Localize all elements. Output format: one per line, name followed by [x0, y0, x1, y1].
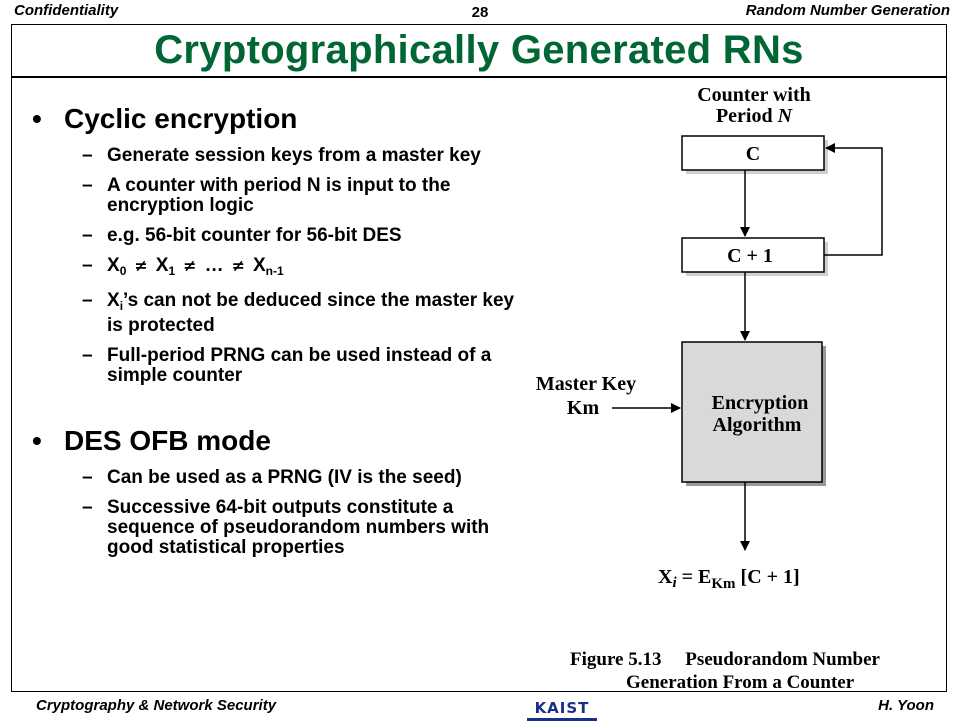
feedback-arrow [824, 143, 883, 256]
bullet-list: • Cyclic encryption –Generate session ke… [32, 102, 532, 558]
bullet-heading: DES OFB mode [64, 425, 271, 456]
title-rule [11, 76, 947, 78]
slide-title: Cryptographically Generated RNs [154, 28, 804, 72]
box-c1-label: C + 1 [727, 245, 773, 267]
encryption-algorithm-box [681, 341, 823, 483]
sub-item: –Can be used as a PRNG (IV is the seed) [82, 467, 462, 488]
box-c [681, 135, 825, 171]
page-number: 28 [471, 4, 489, 21]
header-right: Random Number Generation [745, 2, 950, 19]
sub-item-text: A counter with period N is input to the … [107, 175, 451, 216]
sub-item-xi: –Xi’s can not be deduced since the maste… [82, 290, 515, 336]
sub-item-sequence: –X0≠X1≠…≠Xn-1 [82, 255, 284, 279]
bullet-dot: • [32, 425, 42, 456]
figure-caption-line1: Figure 5.13 Pseudorandom Number [570, 649, 881, 670]
footer-right: H. Yoon [878, 697, 934, 714]
sub-item: –Full-period PRNG can be used instead of… [82, 345, 492, 386]
box-c1 [681, 237, 825, 273]
figure-caption-line2: Generation From a Counter [626, 672, 855, 693]
bullet-cyclic-encryption: • Cyclic encryption [32, 102, 532, 136]
output-formula: Xi = EKm [C + 1] [658, 566, 800, 592]
sub-item: –Successive 64-bit outputs constitute a … [82, 497, 490, 558]
alg-label-line1: Encryption [712, 392, 809, 414]
alg-label-line2: Algorithm [713, 414, 802, 436]
sub-item-text: Generate session keys from a master key [107, 145, 481, 166]
box-c-label: C [746, 143, 760, 165]
bullet-heading: Cyclic encryption [64, 103, 298, 134]
sub-item-text: Successive 64-bit outputs constitute a s… [107, 497, 490, 558]
sub-item: –e.g. 56-bit counter for 56-bit DES [82, 225, 402, 246]
bullet-dot: • [32, 103, 42, 134]
slide-frame [11, 24, 947, 692]
master-key-label-line2: Km [567, 397, 600, 419]
header-left: Confidentiality [14, 2, 119, 19]
counter-label-line2: Period N [716, 105, 794, 127]
footer-left: Cryptography & Network Security [36, 697, 277, 714]
sub-item: –A counter with period N is input to the… [82, 175, 451, 216]
kaist-logo: KAIST [527, 698, 597, 721]
sub-item-text: e.g. 56-bit counter for 56-bit DES [107, 225, 402, 246]
counter-label-line1: Counter with [697, 84, 811, 106]
sub-item-text: Full-period PRNG can be used instead of … [107, 345, 492, 386]
master-key-label-line1: Master Key [536, 373, 636, 395]
bullet-des-ofb: • DES OFB mode [32, 424, 532, 458]
sub-item: –Generate session keys from a master key [82, 145, 481, 166]
sub-item-text: Can be used as a PRNG (IV is the seed) [107, 467, 462, 488]
